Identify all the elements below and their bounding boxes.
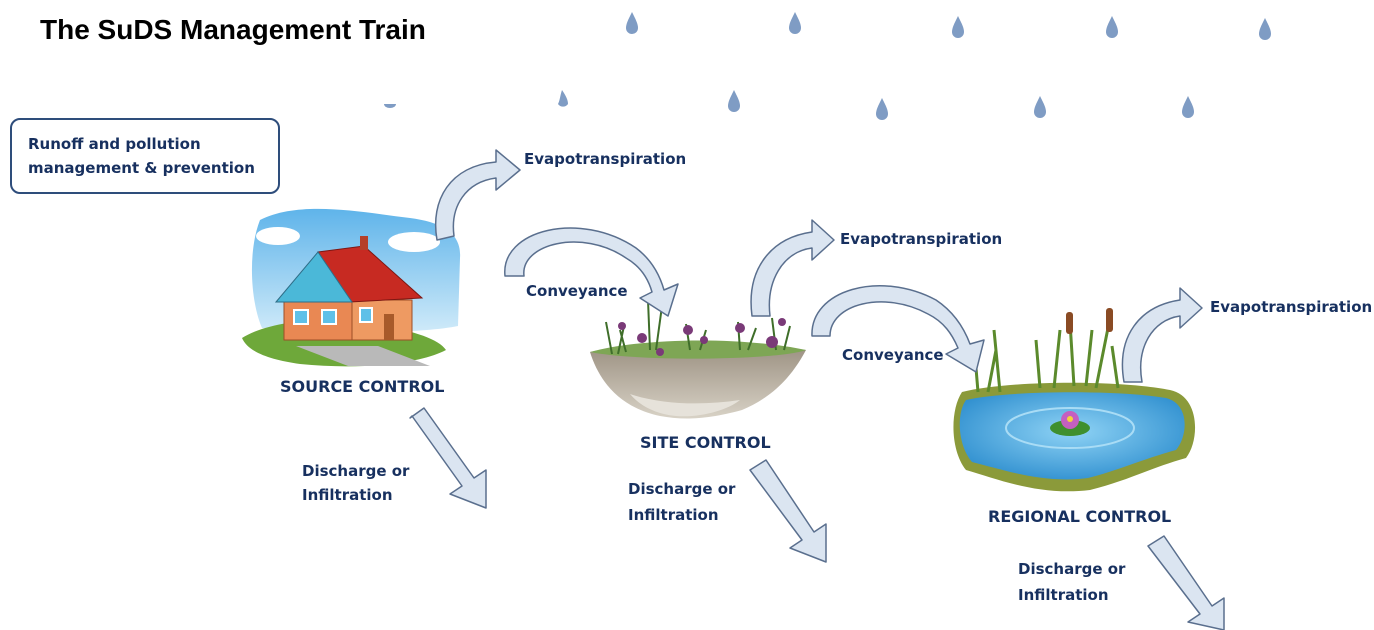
conveyance-label-regional: Conveyance — [842, 346, 944, 364]
discharge-label-regional-line-2: Infiltration — [1018, 586, 1109, 604]
evapotranspiration-arrow-source — [434, 149, 521, 241]
regional-control-label: REGIONAL CONTROL — [988, 507, 1172, 526]
discharge-arrow-regional — [1147, 535, 1225, 630]
discharge-arrow-source — [409, 407, 487, 509]
raindrop-icon — [1034, 96, 1046, 118]
cattails — [1066, 308, 1113, 334]
path — [296, 346, 430, 366]
evapotranspiration-label-regional: Evapotranspiration — [1210, 298, 1373, 316]
house-illustration — [242, 208, 461, 367]
roof-gable — [274, 251, 353, 303]
raindrop-icon — [384, 104, 396, 108]
chimney — [360, 236, 368, 250]
conveyance-arrow-source-to-site — [504, 227, 679, 317]
cloud-icon — [256, 227, 300, 245]
raindrop-icon — [1182, 96, 1194, 118]
evapotranspiration-arrow-site — [750, 219, 835, 317]
window-icon — [293, 309, 309, 325]
page-title: The SuDS Management Train — [40, 14, 426, 45]
pond-illustration — [953, 308, 1196, 492]
garden-surface — [590, 340, 806, 359]
plants — [605, 299, 791, 355]
discharge-label-site-line-1: Discharge or — [628, 480, 736, 498]
conveyance-arrow-site-to-regional — [811, 285, 985, 373]
raindrop-icon — [952, 16, 964, 38]
raindrop-icon — [626, 12, 638, 34]
raindrops — [384, 12, 1271, 120]
evapotranspiration-arrow-regional — [1121, 287, 1203, 383]
cloud-icon — [388, 232, 440, 252]
key-box-line-1: Runoff and pollution — [28, 135, 201, 153]
raindrop-icon — [1259, 18, 1271, 40]
evapotranspiration-label-source: Evapotranspiration — [524, 150, 687, 168]
raindrop-icon — [789, 12, 801, 34]
runoff-management-box: Runoff and pollution management & preven… — [10, 118, 280, 194]
raindrop-icon — [728, 90, 740, 112]
water-lily-center — [1067, 416, 1073, 422]
key-box-line-2: management & prevention — [28, 159, 255, 177]
raindrop-icon — [1106, 16, 1118, 38]
raindrop-icon — [558, 90, 568, 107]
window-icon — [321, 309, 337, 325]
flow-arrows — [409, 149, 1225, 630]
discharge-label-source-line-1: Discharge or — [302, 462, 410, 480]
window-icon — [359, 307, 373, 323]
discharge-arrow-site — [749, 459, 827, 563]
flowers — [618, 318, 786, 356]
door-icon — [384, 314, 394, 340]
discharge-label-site-line-2: Infiltration — [628, 506, 719, 524]
gravel-layer — [630, 394, 740, 417]
evapotranspiration-label-site: Evapotranspiration — [840, 230, 1003, 248]
conveyance-label-site: Conveyance — [526, 282, 628, 300]
discharge-label-regional-line-1: Discharge or — [1018, 560, 1126, 578]
discharge-label-source-line-2: Infiltration — [302, 486, 393, 504]
reeds — [972, 317, 1120, 393]
source-control-label: SOURCE CONTROL — [280, 377, 445, 396]
raindrop-icon — [876, 98, 888, 120]
house-side-wall — [351, 299, 413, 341]
water-ripple — [1005, 407, 1135, 449]
site-control-label: SITE CONTROL — [640, 433, 771, 452]
rain-garden-illustration — [590, 299, 806, 419]
